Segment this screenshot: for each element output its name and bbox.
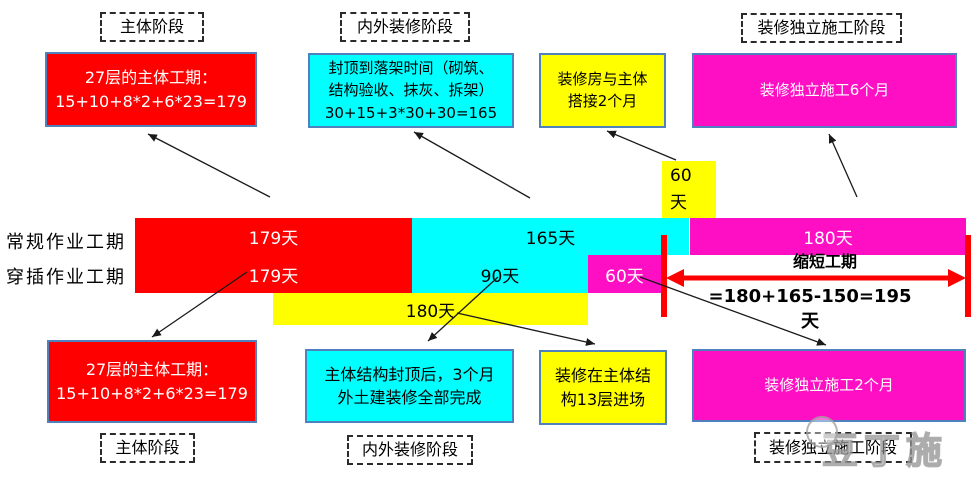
callout-bottom-finishing: 主体结构封顶后，3个月 外土建装修全部完成: [305, 349, 514, 423]
shortening-title: 缩短工期: [792, 252, 857, 271]
watermark-text: 豆丁施工: [821, 430, 949, 484]
arrow-to-top-main-callout: [147, 133, 271, 198]
callout-top-overlap: 装修房与主体 搭接2个月: [539, 53, 666, 128]
measure-end-right: [965, 235, 971, 317]
bar-interleaved-main-label: 179天: [248, 266, 299, 287]
callout-top-independent: 装修独立施工6个月: [692, 53, 957, 128]
phase-label-bottom-main: 主体阶段: [100, 433, 195, 463]
bar-interleaved-finishing: 90天: [412, 255, 588, 293]
callout-top-main-duration: 27层的主体工期： 15+10+8*2+6*23=179: [45, 52, 257, 127]
row-label-regular: 常规作业工期: [6, 232, 126, 253]
bar-main-structure: 179天 179天: [135, 218, 412, 293]
bar-regular-finishing: 165天: [412, 218, 689, 255]
phase-label-top-finishing: 内外装修阶段: [340, 12, 470, 42]
bar-regular-main-label: 179天: [248, 229, 299, 250]
arrow-to-top-finishing-callout: [413, 131, 531, 199]
callout-bottom-overlap-entry: 装修在主体结 构13层进场: [539, 350, 667, 425]
callout-bottom-independent: 装修独立施工2个月: [692, 349, 966, 422]
row-label-interleaved: 穿插作业工期: [6, 267, 126, 288]
measure-end-left: [661, 235, 667, 317]
gap-60-days-box: 60 天: [662, 161, 716, 218]
shortening-formula: =180+165-150=195天: [708, 286, 912, 332]
bar-regular-independent: 180天: [690, 218, 966, 255]
watermark-logo-icon: [806, 416, 838, 448]
arrow-to-top-independent-callout: [828, 133, 858, 198]
phase-label-top-independent: 装修独立施工阶段: [741, 13, 902, 43]
phase-label-bottom-finishing: 内外装修阶段: [347, 435, 473, 465]
arrow-to-top-overlap-callout: [606, 130, 677, 161]
callout-top-finishing-duration: 封顶到落架时间（砌筑、 结构验收、抹灰、拆架） 30+15+3*30+30=16…: [308, 53, 514, 128]
bar-interleaved-independent: 60天: [588, 255, 661, 293]
callout-bottom-main-duration: 27层的主体工期： 15+10+8*2+6*23=179: [47, 340, 257, 423]
phase-label-top-main: 主体阶段: [100, 12, 204, 42]
bar-overlap-total: 180天: [273, 293, 588, 325]
